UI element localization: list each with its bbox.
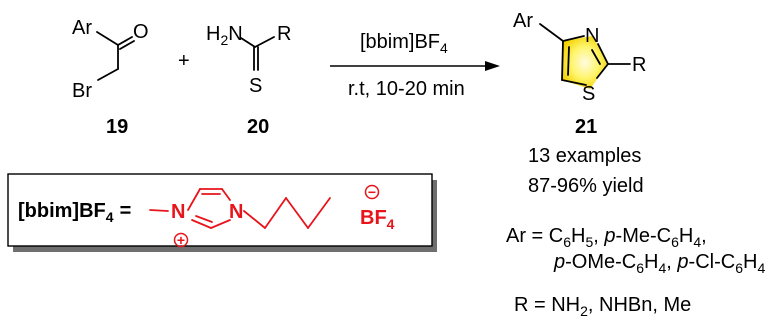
compound-number-20: 20 bbox=[247, 116, 269, 138]
text-run: R = NH bbox=[514, 294, 580, 316]
text-run: -Cl-C bbox=[689, 251, 736, 273]
text-run: , NHBn, Me bbox=[588, 294, 691, 316]
imidazolium-n1-label: N bbox=[171, 201, 185, 223]
text-run: 4 bbox=[693, 234, 701, 250]
text-run: H bbox=[644, 251, 658, 273]
text-run: , bbox=[701, 225, 707, 247]
reagent-label: [bbim]BF4 bbox=[360, 31, 448, 56]
text-run: 6 bbox=[563, 234, 571, 250]
text-run: p bbox=[676, 251, 688, 273]
negative-charge-icon: − bbox=[364, 184, 380, 200]
text-run: 4 bbox=[757, 260, 765, 276]
bromine-label: Br bbox=[72, 80, 92, 102]
examples-count: 13 examples bbox=[528, 145, 641, 167]
text-run: H bbox=[679, 225, 693, 247]
text-run: p bbox=[603, 225, 615, 247]
ionic-liquid-box: [bbim]BF4= N N + − BF4 bbox=[7, 173, 437, 252]
ketone-oxygen-label: O bbox=[133, 21, 149, 43]
yield-range: 87-96% yield bbox=[528, 175, 644, 197]
text-run: 5 bbox=[586, 234, 594, 250]
r-scope: R = NH2, NHBn, Me bbox=[514, 294, 691, 319]
svg-text:+: + bbox=[177, 232, 185, 248]
thiazole-nitrogen-label: N bbox=[585, 25, 599, 47]
amine-label: H2N bbox=[206, 23, 243, 48]
ionic-liquid-label: [bbim]BF4= bbox=[18, 200, 131, 225]
text-run: , bbox=[593, 225, 604, 247]
compound-20: H2N R S 20 bbox=[206, 23, 291, 138]
aryl-label: Ar bbox=[72, 17, 92, 39]
text-run: Ar = C bbox=[506, 225, 563, 247]
positive-charge-icon: + bbox=[173, 232, 189, 248]
text-run: 6 bbox=[671, 234, 679, 250]
plus-sign: + bbox=[178, 50, 190, 72]
aryl-scope-line-1: Ar = C6H5, p-Me-C6H4, bbox=[506, 225, 707, 250]
compound-19: Ar O Br 19 bbox=[72, 17, 149, 138]
svg-text:−: − bbox=[368, 184, 376, 200]
product-aryl-label: Ar bbox=[513, 10, 533, 32]
text-run: -OMe-C bbox=[565, 251, 636, 273]
substituent-r-label: R bbox=[277, 23, 291, 45]
text-run: p bbox=[553, 251, 565, 273]
aryl-scope-line-2: p-OMe-C6H4, p-Cl-C6H4 bbox=[553, 251, 765, 276]
text-run: 6 bbox=[735, 260, 743, 276]
text-run: 6 bbox=[636, 260, 644, 276]
thiazole-sulfur-label: S bbox=[582, 83, 595, 105]
text-run: H bbox=[571, 225, 585, 247]
compound-number-21: 21 bbox=[575, 116, 597, 138]
compound-number-19: 19 bbox=[106, 116, 128, 138]
thiazole-ring-highlight bbox=[562, 36, 608, 89]
compound-21: Ar N R S 21 bbox=[513, 10, 646, 138]
text-run: 4 bbox=[658, 260, 666, 276]
conditions-label: r.t, 10-20 min bbox=[348, 78, 465, 100]
thio-sulfur-label: S bbox=[249, 75, 262, 97]
tetrafluoroborate-label: BF4 bbox=[360, 207, 395, 232]
imidazolium-n3-label: N bbox=[229, 201, 243, 223]
text-run: -Me-C bbox=[616, 225, 672, 247]
bbim-cation bbox=[149, 188, 331, 229]
reaction-arrow: [bbim]BF4 r.t, 10-20 min bbox=[330, 31, 500, 100]
text-run: H bbox=[743, 251, 757, 273]
product-r-label: R bbox=[632, 54, 646, 76]
text-run: , bbox=[666, 251, 677, 273]
text-run: 2 bbox=[580, 303, 588, 319]
